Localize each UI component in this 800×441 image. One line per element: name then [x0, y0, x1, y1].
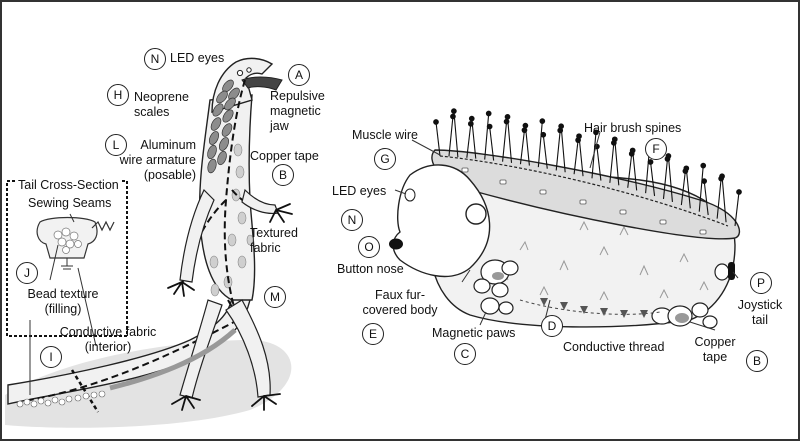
label-conductive-thread: Conductive thread [563, 340, 665, 354]
label-copper-tape-lizard: Copper tape [250, 149, 319, 163]
badge-joystick-tail: P [750, 272, 772, 294]
badge-jaw: A [288, 64, 310, 86]
label-led-eyes-hedgehog: LED eyes [332, 184, 387, 198]
lizard-illustration [5, 57, 293, 428]
badge-led-eyes-hedgehog: N [341, 209, 363, 231]
label-joystick-tail: Joystick tail [737, 298, 783, 327]
label-aluminum-armature: Aluminum wire armature (posable) [119, 138, 196, 182]
badge-aluminum: L [105, 134, 127, 156]
badge-muscle-wire: G [374, 148, 396, 170]
badge-bead-texture: J [16, 262, 38, 284]
cross-section-title: Tail Cross-Section [16, 178, 121, 193]
label-button-nose: Button nose [337, 262, 404, 276]
label-muscle-wire: Muscle wire [352, 128, 418, 142]
label-copper-tape-hedgehog: Copper tape [694, 335, 736, 364]
badge-button-nose: O [358, 236, 380, 258]
badge-neoprene: H [107, 84, 129, 106]
label-sewing-seams: Sewing Seams [28, 196, 112, 210]
tail-cross-section [6, 180, 128, 395]
badge-textured: M [264, 286, 286, 308]
hedgehog-illustration [389, 108, 742, 331]
badge-faux-fur: E [362, 323, 384, 345]
badge-conductive-fabric: I [40, 346, 62, 368]
badge-conductive-thread: D [541, 315, 563, 337]
label-textured-fabric: Textured fabric [250, 226, 298, 255]
label-repulsive-jaw: Repulsive magnetic jaw [270, 89, 325, 133]
badge-copper-hedgehog: B [746, 350, 768, 372]
badge-hair-brush: F [645, 138, 667, 160]
label-magnetic-paws: Magnetic paws [432, 326, 516, 340]
badge-led-eyes: N [144, 48, 166, 70]
badge-copper-lizard: B [272, 164, 294, 186]
label-faux-fur: Faux fur- covered body [362, 288, 438, 317]
label-bead-texture: Bead texture (filling) [27, 287, 99, 316]
label-led-eyes: LED eyes [170, 51, 225, 65]
label-hair-brush-spines: Hair brush spines [584, 121, 682, 135]
label-conductive-fabric: Conductive fabric (interior) [59, 325, 157, 354]
label-neoprene-scales: Neoprene scales [134, 90, 189, 119]
badge-magnetic-paws: C [454, 343, 476, 365]
